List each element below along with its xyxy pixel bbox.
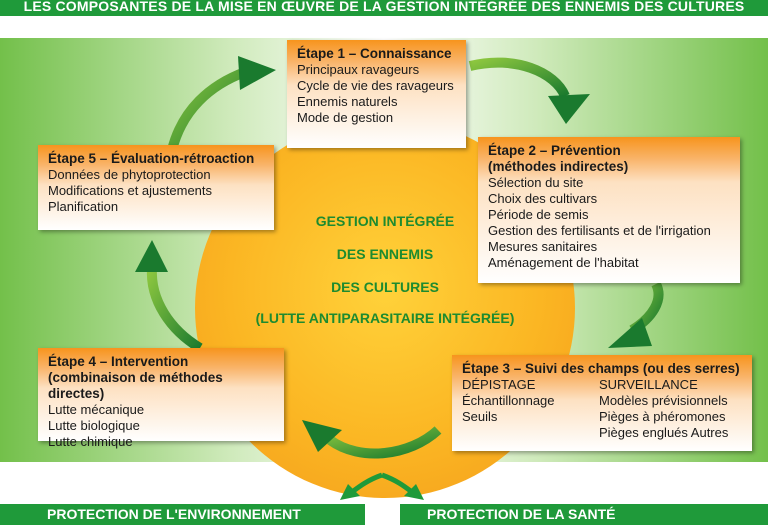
step1-item: Principaux ravageurs bbox=[297, 62, 420, 77]
arrow-step2-to-step3 bbox=[608, 281, 664, 348]
step3-box: Étape 3 – Suivi des champs (ou des serre… bbox=[452, 355, 752, 451]
step4-item: Lutte chimique bbox=[48, 434, 133, 449]
arrow-step4-to-step5 bbox=[135, 240, 203, 353]
step3-left-item: Échantillonnage bbox=[462, 393, 555, 408]
center-line-2: DES ENNEMIS bbox=[336, 246, 434, 262]
environment-protection-label: PROTECTION DE L'ENVIRONNEMENT bbox=[47, 506, 301, 522]
step2-item: Période de semis bbox=[488, 207, 589, 222]
arrow-step3-to-step4 bbox=[302, 420, 442, 459]
arrow-step5-to-step1 bbox=[167, 56, 276, 152]
step3-left-item: DÉPISTAGE bbox=[462, 377, 536, 392]
environment-protection-bar bbox=[0, 504, 365, 525]
step1-item: Mode de gestion bbox=[297, 110, 394, 125]
step5-item: Données de phytoprotection bbox=[48, 167, 211, 182]
step1-item: Cycle de vie des ravageurs bbox=[297, 78, 454, 93]
step1-box: Étape 1 – Connaissance Principaux ravage… bbox=[287, 40, 466, 148]
arrow-step1-to-step2 bbox=[468, 57, 590, 124]
step1-title: Étape 1 – Connaissance bbox=[297, 46, 452, 61]
step3-right-item: SURVEILLANCE bbox=[599, 377, 698, 392]
center-line-1: GESTION INTÉGRÉE bbox=[315, 213, 455, 229]
step3-title: Étape 3 – Suivi des champs (ou des serre… bbox=[462, 361, 740, 376]
step5-item: Planification bbox=[48, 199, 119, 214]
step2-box: Étape 2 – Prévention (méthodes indirecte… bbox=[478, 137, 740, 283]
step3-right-item: Pièges à phéromones bbox=[599, 409, 726, 424]
step2-item: Aménagement de l'habitat bbox=[488, 255, 639, 270]
step5-item: Modifications et ajustements bbox=[48, 183, 213, 198]
step1-item: Ennemis naturels bbox=[297, 94, 398, 109]
step4-title: Étape 4 – Intervention bbox=[48, 354, 189, 369]
step5-box: Étape 5 – Évaluation-rétroaction Données… bbox=[38, 145, 274, 230]
step2-item: Mesures sanitaires bbox=[488, 239, 598, 254]
step2-item: Sélection du site bbox=[488, 175, 584, 190]
step2-item: Gestion des fertilisants et de l'irrigat… bbox=[488, 223, 711, 238]
step5-title: Étape 5 – Évaluation-rétroaction bbox=[48, 151, 255, 166]
step2-subtitle: (méthodes indirectes) bbox=[488, 159, 629, 174]
center-line-4: (LUTTE ANTIPARASITAIRE INTÉGRÉE) bbox=[255, 310, 515, 326]
step4-item: Lutte biologique bbox=[48, 418, 140, 433]
step3-left-item: Seuils bbox=[462, 409, 498, 424]
step2-item: Choix des cultivars bbox=[488, 191, 598, 206]
diagram-title-banner: LES COMPOSANTES DE LA MISE EN ŒUVRE DE L… bbox=[0, 0, 768, 16]
step3-right-item: Modèles prévisionnels bbox=[599, 393, 728, 408]
split-arrow-to-protection bbox=[340, 472, 424, 500]
center-line-3: DES CULTURES bbox=[331, 279, 439, 295]
health-protection-bar bbox=[400, 504, 768, 525]
health-protection-label: PROTECTION DE LA SANTÉ bbox=[427, 506, 616, 522]
step4-box: Étape 4 – Intervention (combinaison de m… bbox=[38, 348, 284, 449]
step3-left-column: DÉPISTAGE Échantillonnage Seuils bbox=[462, 377, 555, 425]
step2-title: Étape 2 – Prévention bbox=[488, 143, 621, 158]
step3-right-column: SURVEILLANCE Modèles prévisionnels Piège… bbox=[599, 377, 728, 441]
step4-item: Lutte mécanique bbox=[48, 402, 145, 417]
step4-subtitle: (combinaison de méthodes directes) bbox=[48, 370, 223, 401]
center-title: GESTION INTÉGRÉE DES ENNEMIS DES CULTURE… bbox=[215, 212, 555, 342]
step3-right-item: Pièges englués Autres bbox=[599, 425, 729, 440]
